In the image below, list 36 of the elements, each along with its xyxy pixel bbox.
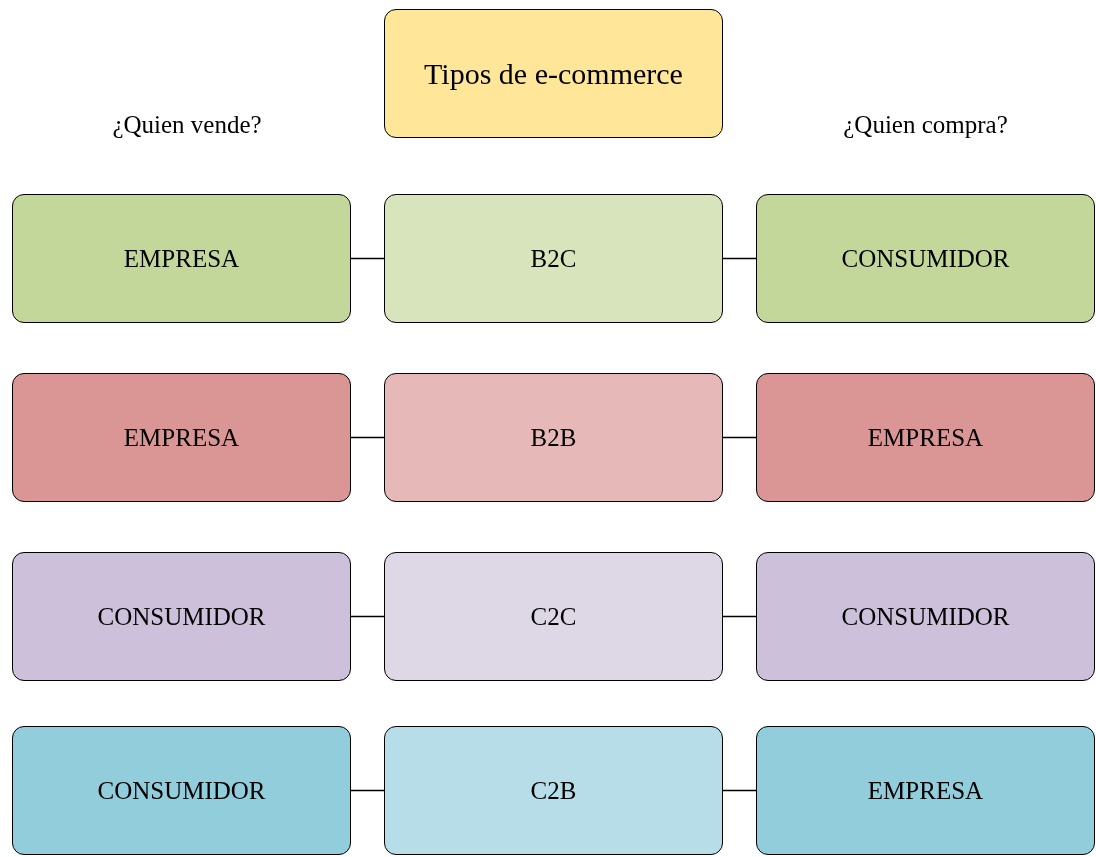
box-label: CONSUMIDOR xyxy=(97,775,266,806)
box-label: EMPRESA xyxy=(123,243,240,274)
box-label: C2C xyxy=(530,601,577,632)
category-box xyxy=(384,552,723,681)
connector-line xyxy=(350,789,385,792)
category-box xyxy=(384,373,723,502)
box-label: B2B xyxy=(530,422,577,453)
box-label: EMPRESA xyxy=(123,422,240,453)
connector-line xyxy=(722,436,757,439)
connector-line xyxy=(350,615,385,618)
category-box xyxy=(12,373,351,502)
category-box xyxy=(12,552,351,681)
category-box xyxy=(384,726,723,855)
category-box xyxy=(12,194,351,323)
connector-line xyxy=(350,436,385,439)
connector-line xyxy=(722,789,757,792)
box-label: B2C xyxy=(530,243,577,274)
box-label: C2B xyxy=(530,775,577,806)
box-label: CONSUMIDOR xyxy=(841,243,1010,274)
column-heading: ¿Quien vende? xyxy=(111,110,263,140)
connector-line xyxy=(350,257,385,260)
title-box xyxy=(384,9,723,138)
connector-line xyxy=(722,257,757,260)
category-box xyxy=(384,194,723,323)
category-box xyxy=(12,726,351,855)
category-box xyxy=(756,194,1095,323)
category-box xyxy=(756,726,1095,855)
category-box xyxy=(756,373,1095,502)
category-box xyxy=(756,552,1095,681)
box-label: EMPRESA xyxy=(867,422,984,453)
box-label: EMPRESA xyxy=(867,775,984,806)
box-label: CONSUMIDOR xyxy=(841,601,1010,632)
connector-line xyxy=(722,615,757,618)
box-label: Tipos de e-commerce xyxy=(424,56,683,92)
box-label: CONSUMIDOR xyxy=(97,601,266,632)
column-heading: ¿Quien compra? xyxy=(842,110,1009,140)
